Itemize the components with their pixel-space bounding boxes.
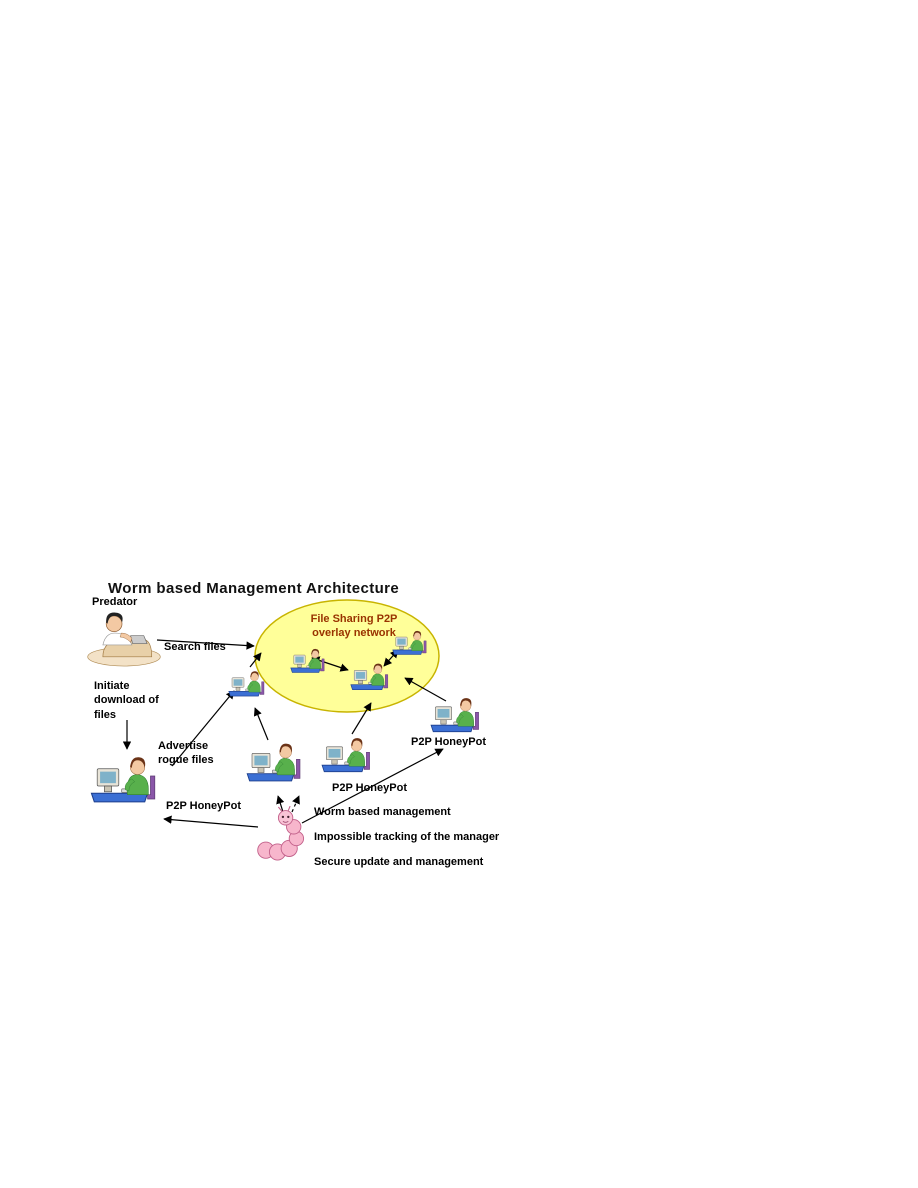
small-peer-computer-icon: [228, 670, 265, 697]
search-files-label: Search files: [164, 641, 226, 653]
advertise-rogue-files-label: Advertise rogue files: [158, 740, 214, 767]
arrow-midpc-to-smallpc: [253, 707, 269, 741]
p2p-honeypot-label-mid: P2P HoneyPot: [332, 782, 407, 794]
arrow-rightpc-to-network: [404, 677, 447, 702]
arrow-search-files: [156, 639, 255, 650]
arrow-worm-to-leftpc: [163, 815, 259, 828]
arrow-worm-to-midpc-dashed: [291, 795, 300, 813]
mid-left-honeypot-computer-icon: [246, 743, 301, 782]
p2p-honeypot-label-left: P2P HoneyPot: [166, 800, 241, 812]
arrow-worm-to-rightpc: [301, 748, 444, 824]
mid-right-honeypot-computer-icon: [321, 737, 371, 773]
left-honeypot-computer-icon: [90, 756, 156, 803]
arrow-smallpc-to-network: [249, 652, 262, 668]
diagram-title: Worm based Management Architecture: [108, 580, 400, 597]
predator-label: Predator: [92, 596, 138, 608]
arrow-advertise-rogue-files: [171, 690, 235, 767]
impossible-tracking-label: Impossible tracking of the manager: [314, 831, 500, 843]
initiate-download-label: Initiate download of files: [94, 680, 159, 721]
arrow-worm-to-midpc: [276, 795, 285, 813]
secure-update-label: Secure update and management: [314, 856, 484, 868]
arrow-midpc-to-network: [351, 702, 372, 735]
worm-icon: [257, 806, 305, 861]
overlay-network-label: File Sharing P2P overlay network: [310, 613, 398, 640]
predator-clipart-icon: [87, 612, 161, 667]
p2p-honeypot-label-right: P2P HoneyPot: [411, 736, 486, 748]
worm-based-management-label: Worm based management: [314, 806, 451, 818]
right-honeypot-computer-icon: [430, 697, 480, 733]
